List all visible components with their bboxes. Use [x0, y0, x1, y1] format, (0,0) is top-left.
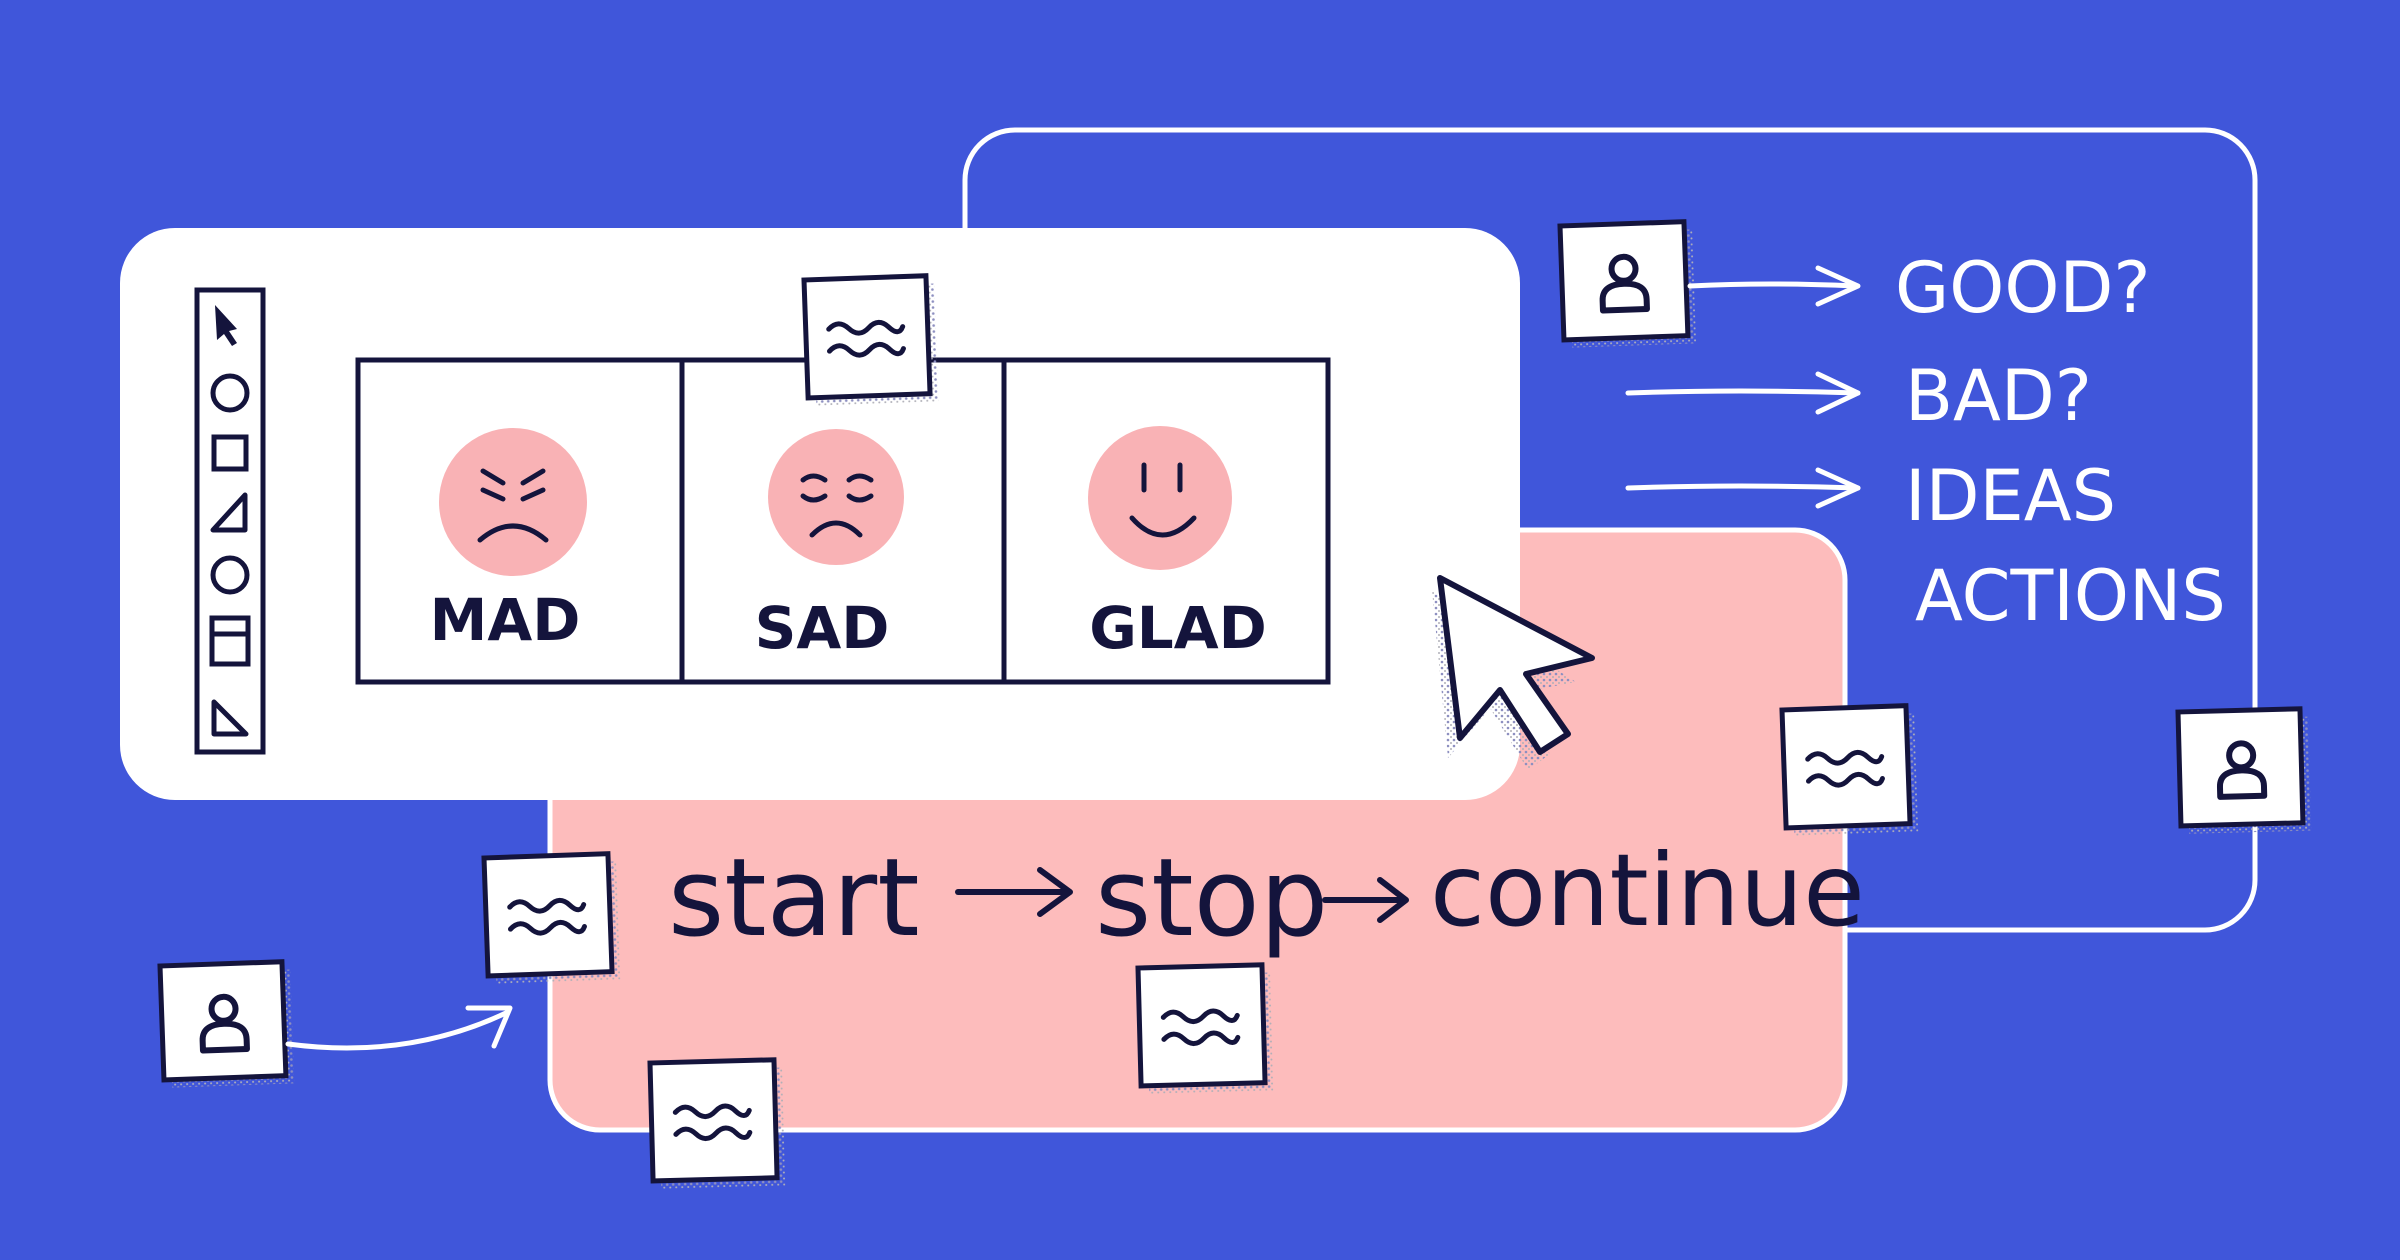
sticky-note-icon[interactable]: [481, 851, 621, 984]
prompt-bad: BAD?: [1905, 355, 2092, 437]
sticky-note-icon[interactable]: [801, 273, 939, 406]
frame-icon[interactable]: [209, 615, 251, 667]
prompt-good: GOOD?: [1895, 247, 2151, 329]
pointer-cursor-icon: [1432, 575, 1595, 770]
user-icon[interactable]: [1557, 219, 1697, 348]
flow-start: start: [668, 836, 920, 961]
arrow-icon: [1322, 877, 1409, 923]
corner-triangle-icon[interactable]: [211, 699, 249, 737]
circle-icon[interactable]: [210, 373, 250, 413]
user-icon[interactable]: [2175, 706, 2312, 834]
arrow-icon: [285, 1005, 513, 1051]
triangle-icon[interactable]: [210, 492, 248, 533]
arrow-icon: [1687, 265, 1861, 307]
flow-continue: continue: [1430, 832, 1865, 949]
user-icon[interactable]: [157, 959, 295, 1088]
square-icon[interactable]: [211, 434, 249, 472]
sad-face-icon: [768, 429, 904, 565]
column-label-glad: GLAD: [1089, 594, 1267, 662]
arrow-icon: [1625, 371, 1861, 415]
mad-sad-glad-board: MAD SAD GLAD: [355, 357, 1331, 685]
column-label-mad: MAD: [430, 586, 581, 654]
sticky-note-icon[interactable]: [647, 1057, 786, 1189]
shape-toolbar: [194, 287, 266, 755]
sticky-note-icon[interactable]: [1135, 962, 1274, 1094]
circle-icon[interactable]: [210, 555, 250, 595]
flow-stop: stop: [1095, 836, 1328, 961]
angry-face-icon: [439, 428, 587, 576]
happy-face-icon: [1088, 426, 1232, 570]
arrow-icon: [955, 867, 1073, 917]
column-label-sad: SAD: [755, 594, 890, 662]
prompt-actions: ACTIONS: [1915, 555, 2226, 637]
sticky-note-icon[interactable]: [1779, 703, 1919, 836]
prompt-ideas: IDEAS: [1905, 455, 2116, 537]
arrow-icon: [1625, 467, 1861, 509]
cursor-icon[interactable]: [215, 305, 237, 346]
